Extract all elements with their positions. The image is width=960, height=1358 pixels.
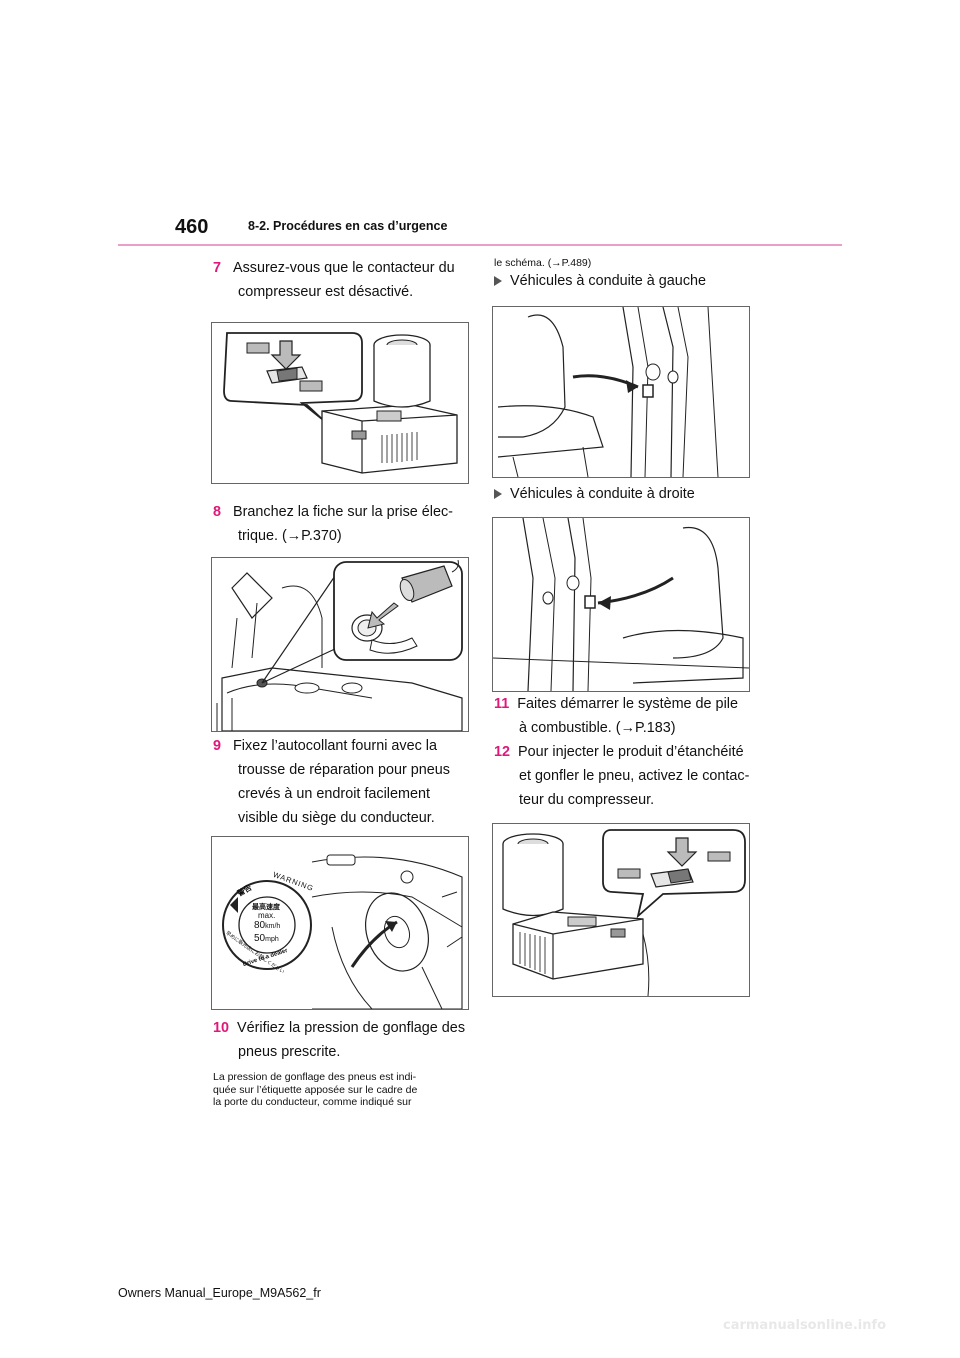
- footer-doc-id: Owners Manual_Europe_M9A562_fr: [118, 1286, 321, 1300]
- sticker-speed-mph: 50mph: [254, 933, 279, 944]
- step-text: et gonfler le pneu, activez le contac-: [519, 768, 750, 784]
- step-number: 8: [213, 504, 222, 520]
- watermark: carmanualsonline.info: [723, 1318, 887, 1333]
- note-line: La pression de gonflage des pneus est in…: [213, 1071, 417, 1083]
- step-text: compresseur est désactivé.: [238, 284, 414, 300]
- figure-sticker-placement: 警告 WARNING 最高速度 max. 80km/h 50mph 早めに販売店…: [211, 836, 469, 1010]
- bullet-text: Véhicules à conduite à droite: [510, 486, 695, 502]
- step-text: Fixez l’autocollant fourni avec la: [233, 738, 437, 754]
- step-12: 12 Pour injecter le produit d’étanchéité…: [494, 740, 764, 812]
- step-number: 9: [213, 738, 222, 754]
- bullet-triangle-icon: [494, 489, 502, 500]
- step-number: 10: [213, 1020, 230, 1036]
- sticker-max-label-jp: 最高速度: [252, 904, 280, 911]
- step-text: teur du compresseur.: [519, 792, 655, 808]
- step-text: Vérifiez la pression de gonflage des: [237, 1020, 466, 1036]
- step-7: 7 Assurez-vous que le contacteur du comp…: [213, 256, 473, 304]
- step-number: 7: [213, 260, 222, 276]
- note-continuation: le schéma. (→P.489): [494, 257, 592, 269]
- step-text: Assurez-vous que le contacteur du: [233, 260, 455, 276]
- step-text: trousse de réparation pour pneus: [238, 762, 451, 778]
- bullet-text: Véhicules à conduite à gauche: [510, 273, 707, 289]
- section-title: 8-2. Procédures en cas d’urgence: [248, 219, 448, 233]
- step-8: 8 Branchez la fiche sur la prise élec- t…: [213, 500, 473, 548]
- step-text: trique. (→P.370): [238, 528, 342, 544]
- step-text: crevés à un endroit facilement: [238, 786, 430, 802]
- step-text: Branchez la fiche sur la prise élec-: [233, 504, 453, 520]
- step-text: Pour injecter le produit d’étanchéité: [518, 744, 744, 760]
- sticker-speed-kmh: 80km/h: [254, 920, 281, 931]
- note-paragraph: La pression de gonflage des pneus est in…: [213, 1071, 475, 1109]
- bullet-triangle-icon: [494, 276, 502, 287]
- figure-plug-socket: [211, 557, 469, 732]
- header-rule: [118, 244, 842, 246]
- warning-sticker: [222, 880, 312, 970]
- step-11: 11 Faites démarrer le système de pile à …: [494, 692, 764, 740]
- figure-lhd-door-label: [492, 306, 750, 478]
- figure-compressor-switch-off: [211, 322, 469, 484]
- step-number: 11: [494, 696, 510, 712]
- step-10: 10 Vérifiez la pression de gonflage des …: [213, 1016, 483, 1064]
- step-text: à combustible. (→P.183): [519, 720, 676, 736]
- step-text: visible du siège du conducteur.: [238, 810, 435, 826]
- step-9: 9 Fixez l’autocollant fourni avec la tro…: [213, 734, 483, 830]
- step-text: Faites démarrer le système de pile: [517, 696, 738, 712]
- page-number: 460: [175, 216, 209, 238]
- note-line: quée sur l’étiquette apposée sur le cadr…: [213, 1083, 418, 1096]
- step-number: 12: [494, 744, 511, 760]
- bullet-rhd: Véhicules à conduite à droite: [494, 486, 695, 502]
- step-text: pneus prescrite.: [238, 1044, 341, 1060]
- bullet-lhd: Véhicules à conduite à gauche: [494, 273, 706, 289]
- figure-rhd-door-label: [492, 517, 750, 692]
- sticker-max-label: max.: [258, 911, 276, 920]
- figure-compressor-switch-on: [492, 823, 750, 997]
- note-line: la porte du conducteur, comme indiqué su…: [213, 1096, 412, 1108]
